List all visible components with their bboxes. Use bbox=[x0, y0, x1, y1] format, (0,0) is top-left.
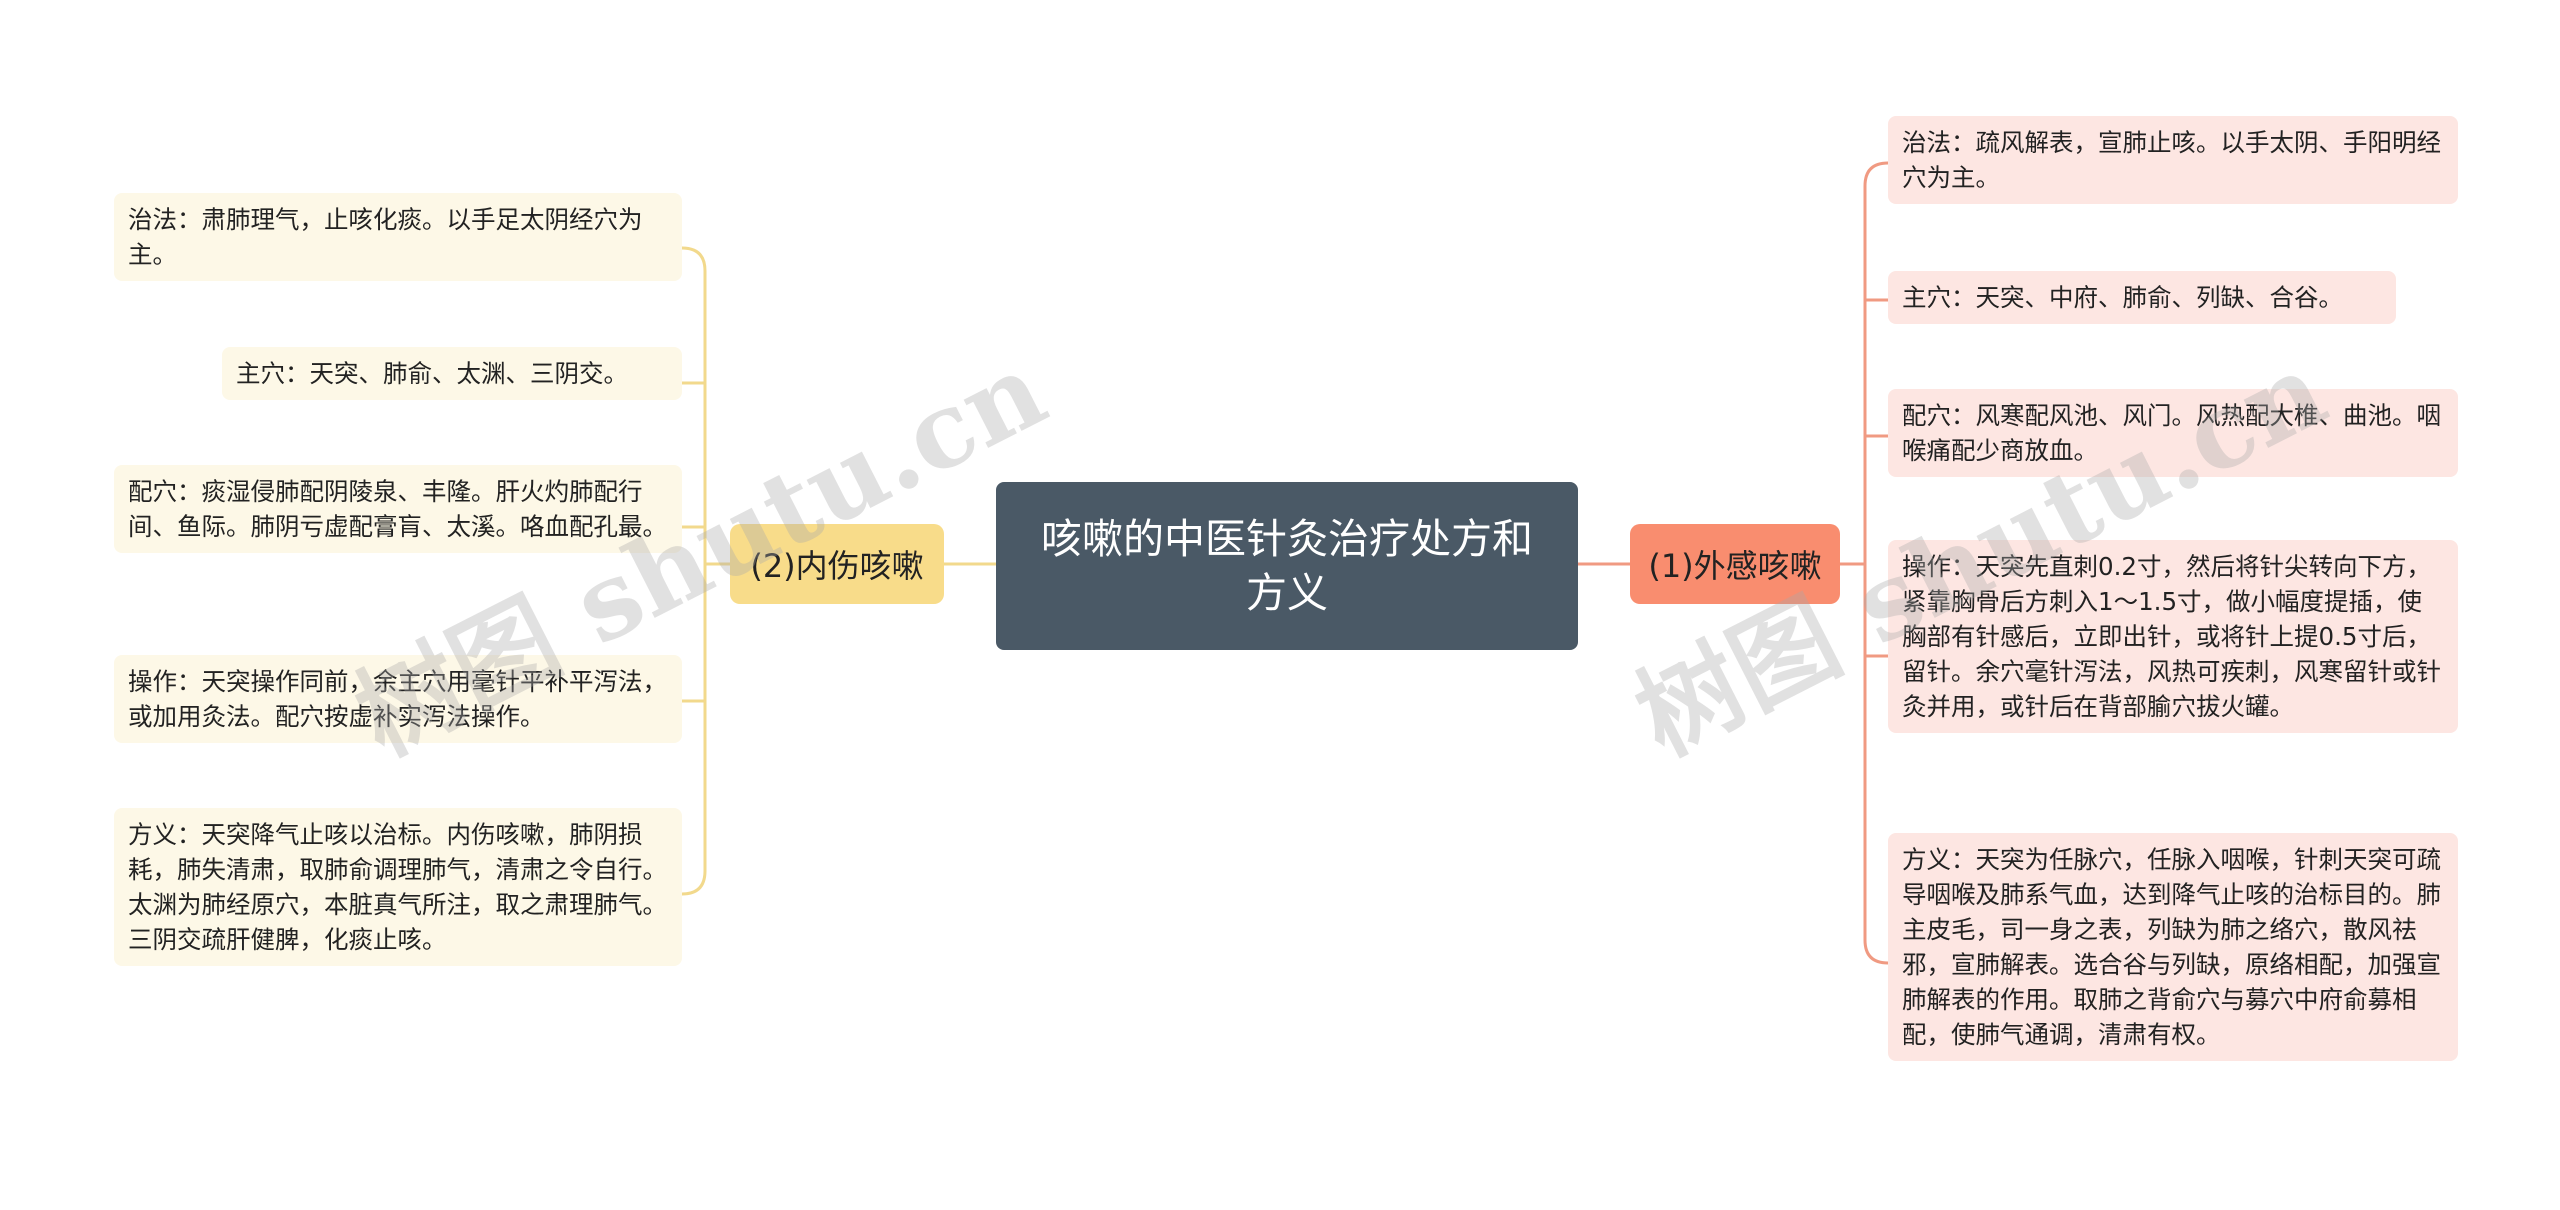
central-topic[interactable]: 咳嗽的中医针灸治疗处方和方义 bbox=[996, 482, 1578, 650]
leaf-right-rationale[interactable]: 方义：天突为任脉穴，任脉入咽喉，针刺天突可疏导咽喉及肺系气血，达到降气止咳的治标… bbox=[1888, 833, 2458, 1061]
leaf-text: 操作：天突先直刺0.2寸，然后将针尖转向下方，紧靠胸骨后方刺入1～1.5寸，做小… bbox=[1902, 552, 2441, 721]
leaf-left-adjunct-points[interactable]: 配穴：痰湿侵肺配阴陵泉、丰隆。肝火灼肺配行间、鱼际。肺阴亏虚配膏肓、太溪。咯血配… bbox=[114, 465, 682, 553]
branch-label: (2)内伤咳嗽 bbox=[750, 547, 924, 585]
leaf-left-treatment-principle[interactable]: 治法：肃肺理气，止咳化痰。以手足太阴经穴为主。 bbox=[114, 193, 682, 281]
leaf-left-operation[interactable]: 操作：天突操作同前，余主穴用毫针平补平泻法，或加用灸法。配穴按虚补实泻法操作。 bbox=[114, 655, 682, 743]
leaf-text: 主穴：天突、肺俞、太渊、三阴交。 bbox=[236, 359, 628, 388]
leaf-left-main-points[interactable]: 主穴：天突、肺俞、太渊、三阴交。 bbox=[222, 347, 682, 400]
leaf-right-treatment-principle[interactable]: 治法：疏风解表，宣肺止咳。以手太阴、手阳明经穴为主。 bbox=[1888, 116, 2458, 204]
leaf-left-rationale[interactable]: 方义：天突降气止咳以治标。内伤咳嗽，肺阴损耗，肺失清肃，取肺俞调理肺气，清肃之令… bbox=[114, 808, 682, 966]
leaf-right-operation[interactable]: 操作：天突先直刺0.2寸，然后将针尖转向下方，紧靠胸骨后方刺入1～1.5寸，做小… bbox=[1888, 540, 2458, 733]
leaf-text: 治法：肃肺理气，止咳化痰。以手足太阴经穴为主。 bbox=[128, 205, 643, 269]
leaf-text: 配穴：风寒配风池、风门。风热配大椎、曲池。咽喉痛配少商放血。 bbox=[1902, 401, 2441, 465]
leaf-text: 方义：天突降气止咳以治标。内伤咳嗽，肺阴损耗，肺失清肃，取肺俞调理肺气，清肃之令… bbox=[128, 820, 667, 954]
central-topic-label: 咳嗽的中医针灸治疗处方和方义 bbox=[1041, 515, 1533, 617]
leaf-text: 配穴：痰湿侵肺配阴陵泉、丰隆。肝火灼肺配行间、鱼际。肺阴亏虚配膏肓、太溪。咯血配… bbox=[128, 477, 667, 541]
branch-external-cough[interactable]: (1)外感咳嗽 bbox=[1630, 524, 1840, 604]
branch-label: (1)外感咳嗽 bbox=[1648, 547, 1822, 585]
leaf-text: 主穴：天突、中府、肺俞、列缺、合谷。 bbox=[1902, 283, 2343, 312]
branch-internal-cough[interactable]: (2)内伤咳嗽 bbox=[730, 524, 944, 604]
leaf-text: 治法：疏风解表，宣肺止咳。以手太阴、手阳明经穴为主。 bbox=[1902, 128, 2441, 192]
leaf-text: 操作：天突操作同前，余主穴用毫针平补平泻法，或加用灸法。配穴按虚补实泻法操作。 bbox=[128, 667, 667, 731]
leaf-right-adjunct-points[interactable]: 配穴：风寒配风池、风门。风热配大椎、曲池。咽喉痛配少商放血。 bbox=[1888, 389, 2458, 477]
leaf-right-main-points[interactable]: 主穴：天突、中府、肺俞、列缺、合谷。 bbox=[1888, 271, 2396, 324]
leaf-text: 方义：天突为任脉穴，任脉入咽喉，针刺天突可疏导咽喉及肺系气血，达到降气止咳的治标… bbox=[1902, 845, 2441, 1049]
